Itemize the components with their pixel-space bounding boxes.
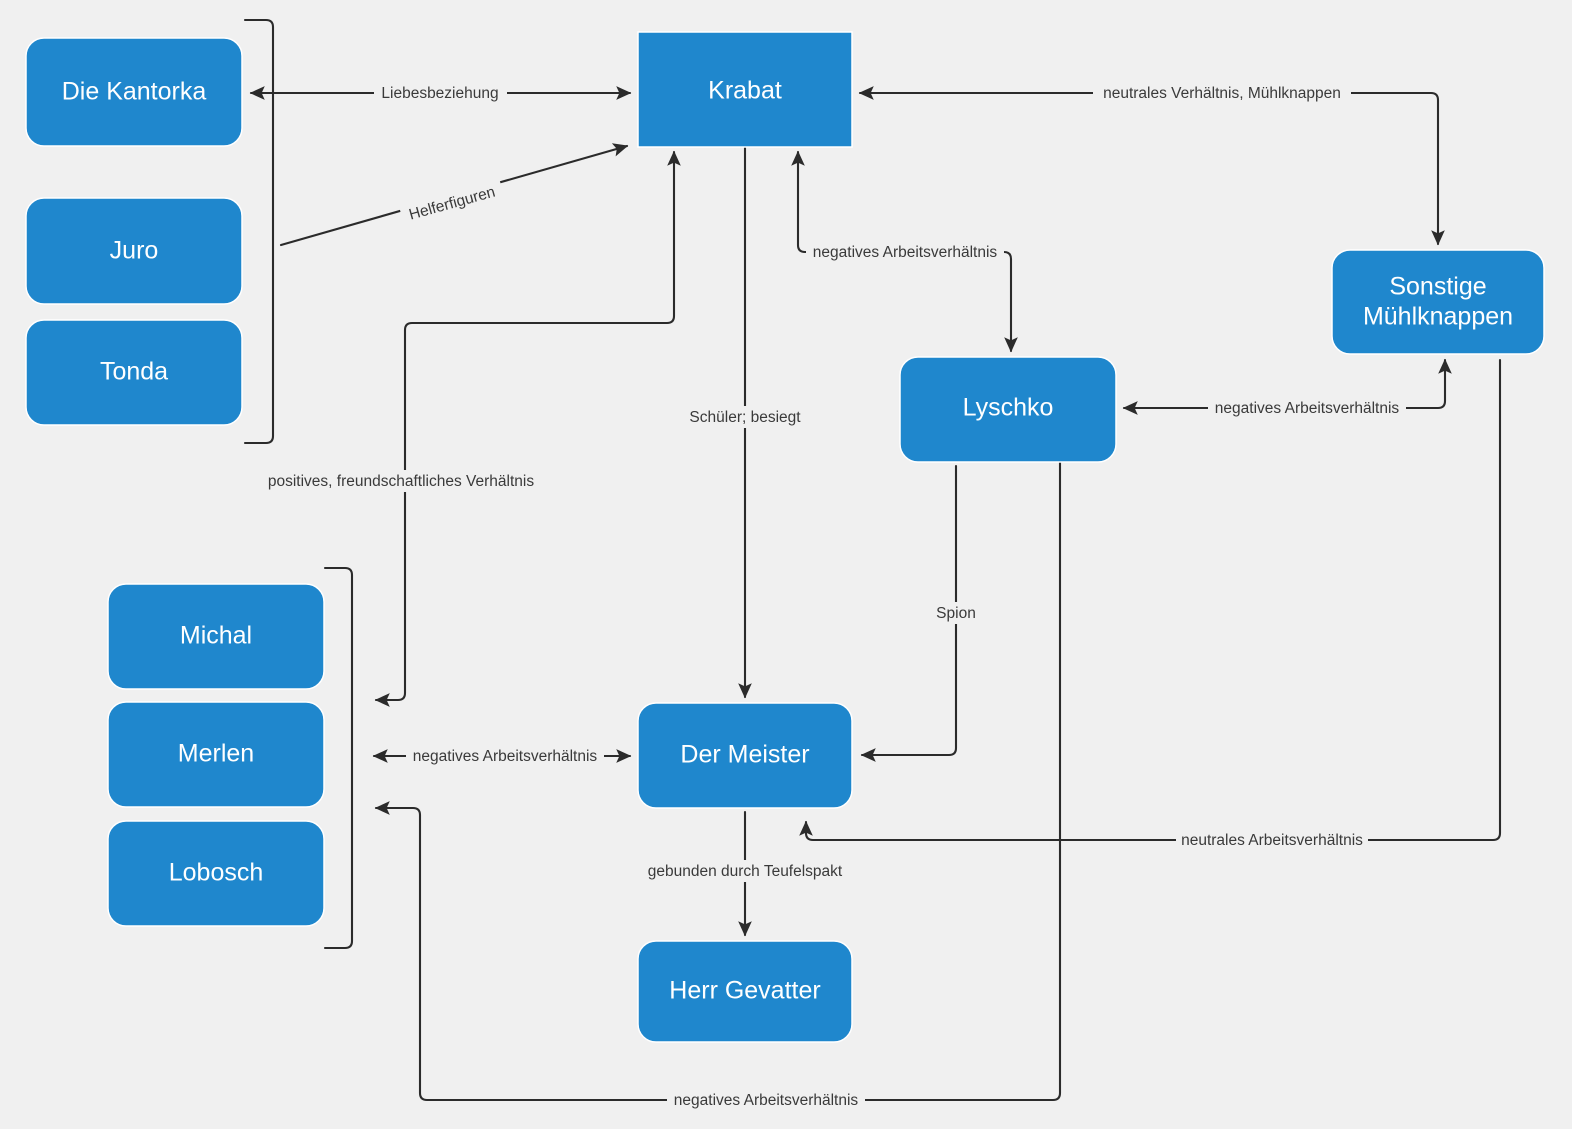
svg-text:positives, freundschaftliches: positives, freundschaftliches Verhältnis <box>268 473 534 490</box>
edge-label-meister-knappen: negatives Arbeitsverhältnis <box>406 745 604 767</box>
edge-label-negatives-bottom: negatives Arbeitsverhältnis <box>667 1089 865 1111</box>
edge-label-teufelspakt: gebunden durch Teufelspakt <box>643 860 848 882</box>
svg-text:negatives Arbeitsverhältnis: negatives Arbeitsverhältnis <box>674 1092 859 1109</box>
node-die-kantorka[interactable]: Die Kantorka <box>25 37 243 147</box>
svg-text:gebunden durch Teufelspakt: gebunden durch Teufelspakt <box>648 863 843 880</box>
edge-neutrales-arbeitsverhaeltnis <box>799 358 1502 842</box>
edge-label-positives-verhaeltnis: positives, freundschaftliches Verhältnis <box>262 470 541 492</box>
edge-muehlknappen-lyschko <box>1122 358 1452 415</box>
svg-text:Spion: Spion <box>936 605 976 622</box>
node-sonstige-muehlknappen[interactable]: Sonstige Mühlknappen <box>1331 249 1545 355</box>
edge-label-liebesbeziehung: Liebesbeziehung <box>374 82 507 104</box>
svg-text:negatives Arbeitsverhältnis: negatives Arbeitsverhältnis <box>813 244 998 261</box>
node-tonda[interactable]: Tonda <box>25 319 243 426</box>
svg-text:Liebesbeziehung: Liebesbeziehung <box>381 85 498 102</box>
node-lyschko[interactable]: Lyschko <box>899 356 1117 463</box>
edge-krabat-lyschko-down <box>1002 250 1018 353</box>
svg-text:negatives Arbeitsverhältnis: negatives Arbeitsverhältnis <box>413 748 598 765</box>
bracket-michal-merlen-lobosch <box>323 566 354 950</box>
edge-krabat-lyschko <box>791 150 808 254</box>
edge-negatives-bottom <box>374 449 1062 1102</box>
node-lobosch[interactable]: Lobosch <box>107 820 325 927</box>
svg-text:negatives Arbeitsverhältnis: negatives Arbeitsverhältnis <box>1215 400 1400 417</box>
edge-label-neutrales-arbeitsverhaeltnis: neutrales Arbeitsverhältnis <box>1176 829 1368 851</box>
edge-spion <box>860 464 958 762</box>
node-michal[interactable]: Michal <box>107 583 325 690</box>
svg-text:neutrales Verhältnis, Mühlknap: neutrales Verhältnis, Mühlknappen <box>1103 85 1341 102</box>
edge-label-schueler-besiegt: Schüler; besiegt <box>687 406 804 428</box>
edge-label-spion: Spion <box>930 602 982 624</box>
svg-text:neutrales Arbeitsverhältnis: neutrales Arbeitsverhältnis <box>1181 832 1363 849</box>
edge-label-muehlknappen-lyschko: negatives Arbeitsverhältnis <box>1208 397 1406 419</box>
node-krabat[interactable]: Krabat <box>637 31 853 148</box>
edge-muehlknappen-krabat <box>858 86 1445 246</box>
node-merlen[interactable]: Merlen <box>107 701 325 808</box>
svg-text:Helferfiguren: Helferfiguren <box>407 184 497 224</box>
edge-label-muehlknappen-krabat: neutrales Verhältnis, Mühlknappen <box>1093 82 1351 104</box>
bracket-kantorka-juro-tonda <box>243 18 275 445</box>
edge-label-helferfiguren: Helferfiguren <box>398 178 506 228</box>
node-der-meister[interactable]: Der Meister <box>637 702 853 809</box>
edge-positives-verhaeltnis <box>374 150 681 707</box>
node-juro[interactable]: Juro <box>25 197 243 305</box>
svg-text:Schüler; besiegt: Schüler; besiegt <box>689 409 801 426</box>
node-herr-gevatter[interactable]: Herr Gevatter <box>637 940 853 1043</box>
edge-label-krabat-lyschko: negatives Arbeitsverhältnis <box>806 241 1004 263</box>
